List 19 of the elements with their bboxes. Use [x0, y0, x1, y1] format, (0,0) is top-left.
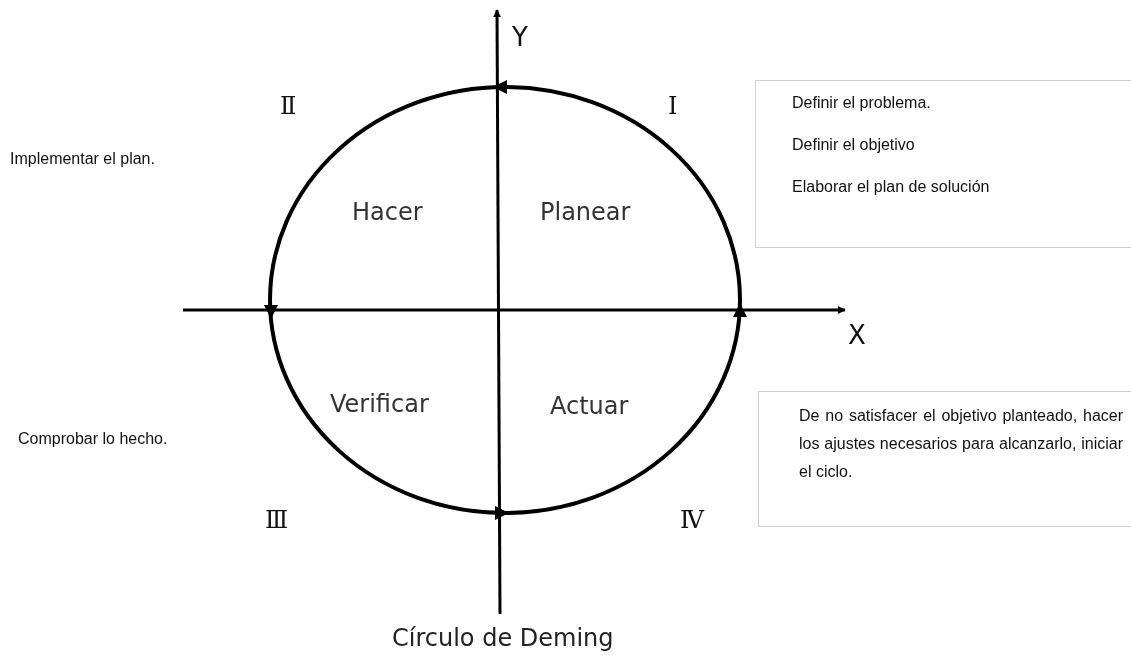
- step-text: De no satisfacer el objetivo planteado, hacer los ajustes necesarios para alcanzarlo, iniciar el ciclo.: [799, 406, 1123, 482]
- quadrant-label: Verificar: [330, 390, 429, 418]
- quadrant-numeral: Ⅲ: [265, 506, 289, 534]
- step-description: Implementar el plan.: [10, 150, 155, 168]
- axis-label: X: [848, 320, 866, 350]
- quadrant-numeral: Ⅳ: [680, 506, 704, 534]
- step-text: Definir el objetivo: [792, 135, 916, 155]
- axis-label: Y: [512, 22, 528, 52]
- step-text: Definir el problema.: [792, 93, 932, 113]
- step-text: Elaborar el plan de solución: [792, 177, 991, 197]
- quadrant-label: Hacer: [352, 198, 423, 226]
- caption: Círculo de Deming: [392, 624, 614, 652]
- quadrant-label: Planear: [540, 198, 631, 226]
- quadrant-numeral: Ⅱ: [280, 92, 297, 120]
- step-description: Comprobar lo hecho.: [18, 430, 168, 448]
- quadrant-numeral: Ⅰ: [668, 92, 678, 120]
- quadrant-label: Actuar: [550, 392, 629, 420]
- plan-steps-box: [755, 80, 1131, 248]
- action-steps-box: [758, 391, 1131, 527]
